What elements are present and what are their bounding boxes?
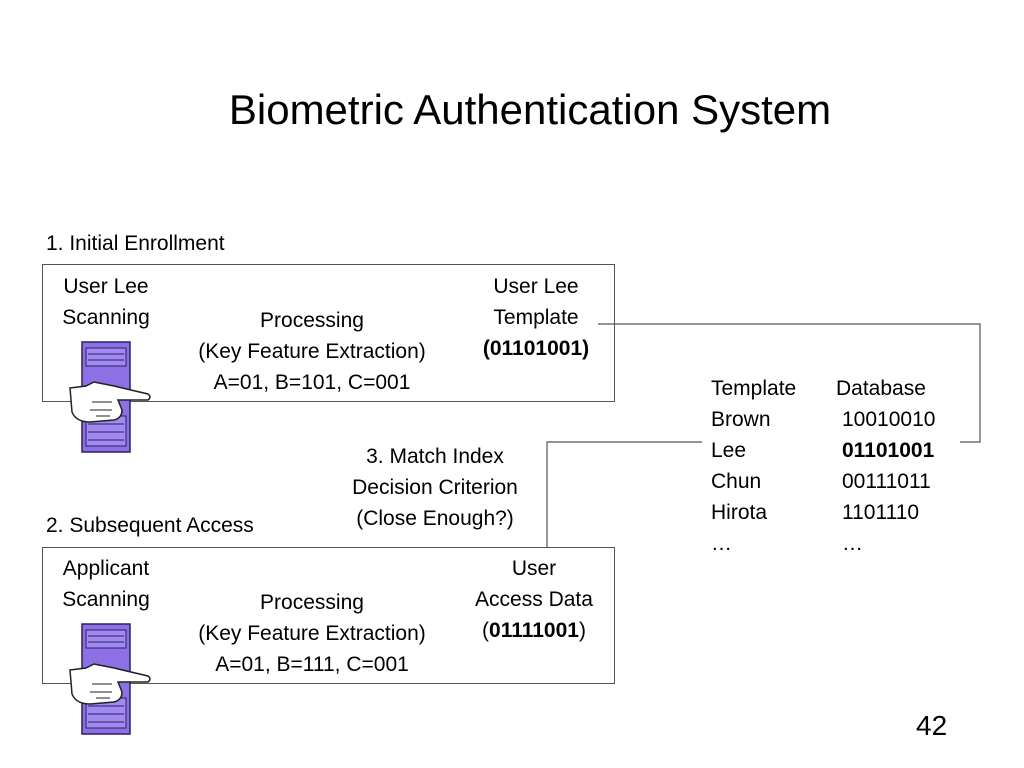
database-row: Lee 01101001 bbox=[711, 435, 971, 466]
database-row: Chun 00111011 bbox=[711, 466, 971, 497]
applicant-scanning-label: Applicant Scanning bbox=[46, 553, 166, 615]
match-line-1: 3. Match Index bbox=[366, 445, 504, 468]
template-code: (01101001) bbox=[482, 337, 590, 360]
database-row: Brown 10010010 bbox=[711, 404, 971, 435]
processing-method: (Key Feature Extraction) bbox=[198, 340, 426, 363]
template-to-database-line bbox=[598, 323, 981, 443]
database-row: Hirota 1101110 bbox=[711, 497, 971, 528]
database-row-name: Lee bbox=[711, 439, 747, 462]
access-label: 2. Subsequent Access bbox=[46, 514, 254, 537]
template-database: Template Database Brown 10010010 Lee 011… bbox=[711, 373, 971, 559]
access-code-value: 01111001 bbox=[489, 619, 579, 642]
processing-method: (Key Feature Extraction) bbox=[198, 622, 426, 645]
database-row-name: Brown bbox=[711, 408, 771, 431]
template-line-2: Template bbox=[493, 306, 579, 329]
database-row-code: 1101110 bbox=[842, 501, 920, 524]
user-scanning-line-1: User Lee bbox=[63, 275, 149, 298]
user-template-label: User Lee Template (01101001) bbox=[462, 271, 610, 364]
enrollment-box bbox=[42, 264, 615, 402]
database-row-code: 01101001 bbox=[842, 439, 935, 462]
database-row-code: 00111011 bbox=[842, 470, 931, 493]
access-box bbox=[42, 547, 615, 684]
fingerprint-scanner-icon bbox=[69, 341, 151, 453]
processing-title: Processing bbox=[260, 591, 364, 614]
database-header-left: Template bbox=[711, 377, 797, 400]
pointing-hand-icon bbox=[69, 381, 151, 423]
applicant-line-1: Applicant bbox=[62, 557, 150, 580]
access-to-match-line bbox=[546, 441, 702, 548]
database-row-code: 10010010 bbox=[842, 408, 936, 431]
access-code: (01111001) bbox=[458, 615, 610, 646]
access-processing: Processing (Key Feature Extraction) A=01… bbox=[170, 587, 454, 680]
access-code-close: ) bbox=[578, 619, 586, 642]
processing-features: A=01, B=101, C=001 bbox=[213, 371, 411, 394]
enrollment-processing: Processing (Key Feature Extraction) A=01… bbox=[170, 305, 454, 398]
access-line-1: User bbox=[511, 557, 557, 580]
access-code-open: ( bbox=[482, 619, 490, 642]
database-header: Template Database bbox=[711, 373, 971, 404]
enrollment-label: 1. Initial Enrollment bbox=[46, 232, 225, 255]
match-line-3: (Close Enough?) bbox=[356, 507, 514, 530]
database-row-name: … bbox=[711, 532, 732, 555]
user-access-data-label: User Access Data (01111001) bbox=[458, 553, 610, 646]
applicant-line-2: Scanning bbox=[62, 588, 150, 611]
pointing-hand-icon bbox=[69, 663, 151, 705]
database-row-code: … bbox=[842, 532, 863, 555]
user-scanning-label: User Lee Scanning bbox=[46, 271, 166, 333]
slide-title: Biometric Authentication System bbox=[228, 86, 832, 133]
database-row: … … bbox=[711, 528, 971, 559]
access-line-2: Access Data bbox=[475, 588, 593, 611]
database-row-name: Hirota bbox=[711, 501, 768, 524]
template-line-1: User Lee bbox=[493, 275, 579, 298]
user-scanning-line-2: Scanning bbox=[62, 306, 150, 329]
processing-features: A=01, B=111, C=001 bbox=[215, 653, 409, 676]
fingerprint-scanner-icon bbox=[69, 623, 151, 735]
processing-title: Processing bbox=[260, 309, 364, 332]
database-row-name: Chun bbox=[711, 470, 762, 493]
match-line-2: Decision Criterion bbox=[352, 476, 518, 499]
page-number: 42 bbox=[916, 710, 948, 741]
database-header-right: Database bbox=[836, 377, 926, 400]
match-criterion: 3. Match Index Decision Criterion (Close… bbox=[326, 441, 544, 534]
